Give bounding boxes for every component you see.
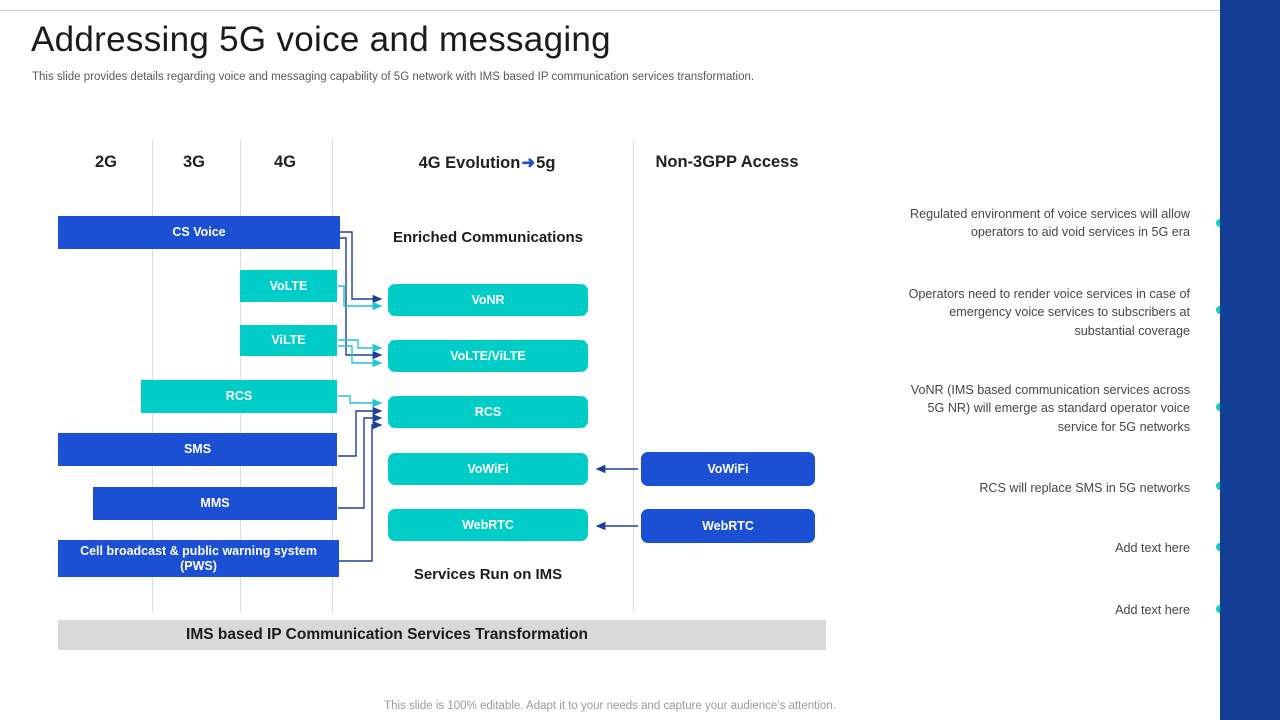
column-divider-1 [152,140,153,612]
column-divider-2 [240,140,241,612]
legacy-bar-cs-voice[interactable]: CS Voice [58,216,340,249]
column-header-5g-label: 5g [536,154,556,172]
page-title: Addressing 5G voice and messaging [31,20,611,59]
column-divider-3 [332,140,333,612]
ims-pill-volte-vilte[interactable]: VoLTE/ViLTE [388,340,588,372]
column-header-4g-evolution-label: 4G Evolution [418,154,521,172]
right-accent-bar [1220,0,1280,720]
diagram-area: 2G 3G 4G 4G Evolution➜5g Non-3GPP Access [58,140,826,650]
center-footer: Services Run on IMS [413,566,563,583]
column-divider-4 [633,140,634,612]
connector-lines [338,231,638,562]
page-subtitle: This slide provides details regarding vo… [32,71,755,83]
ims-pill-vowifi[interactable]: VoWiFi [388,453,588,485]
column-header-4g: 4G [273,153,296,171]
non3gpp-pill-webrtc[interactable]: WebRTC [641,509,815,543]
note-item-3: VoNR (IMS based communication services a… [910,383,1190,434]
column-header-2g: 2G [94,153,117,171]
right-arrow-icon: ➜ [521,154,536,172]
legacy-bar-rcs[interactable]: RCS [141,380,337,413]
ims-pill-webrtc[interactable]: WebRTC [388,509,588,541]
center-heading: Enriched Communications [392,229,584,246]
legacy-bar-mms[interactable]: MMS [93,487,337,520]
ims-transformation-banner: IMS based IP Communication Services Tran… [58,620,826,650]
ims-pill-vonr[interactable]: VoNR [388,284,588,316]
ims-transformation-banner-label: IMS based IP Communication Services Tran… [186,626,588,643]
note-item-1: Regulated environment of voice services … [910,207,1190,240]
slide-footer-note: This slide is 100% editable. Adapt it to… [384,700,836,712]
legacy-bar-cell-broadcast-pws[interactable]: Cell broadcast & public warning system (… [58,540,339,577]
column-header-4g-evolution: 4G Evolution➜5g [387,153,587,173]
note-item-2: Operators need to render voice services … [908,287,1190,338]
legacy-bar-sms[interactable]: SMS [58,433,337,466]
note-item-6[interactable]: Add text here [1115,603,1190,617]
note-item-4: RCS will replace SMS in 5G networks [979,481,1190,495]
ims-pill-rcs[interactable]: RCS [388,396,588,428]
top-divider [0,10,1220,11]
legacy-bar-volte[interactable]: VoLTE [240,270,337,302]
legacy-bar-vilte[interactable]: ViLTE [240,325,337,356]
note-item-5[interactable]: Add text here [1115,541,1190,555]
column-header-non-3gpp: Non-3GPP Access [655,153,799,171]
column-header-3g: 3G [182,153,205,171]
non3gpp-pill-vowifi[interactable]: VoWiFi [641,452,815,486]
